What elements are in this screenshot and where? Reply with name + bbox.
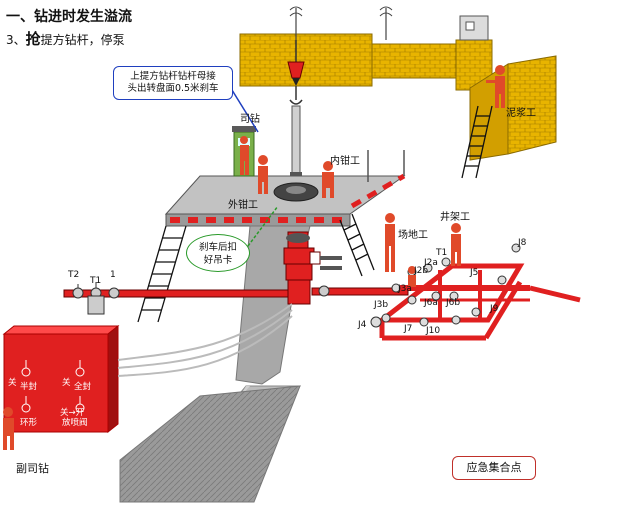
valve-J2b: J2b xyxy=(414,266,429,276)
worker-driller xyxy=(240,136,249,175)
panel-guan-1: 关 xyxy=(8,378,17,388)
role-driller: 司钻 xyxy=(240,114,260,125)
worker-floor xyxy=(385,213,395,272)
worker-mud xyxy=(486,65,505,108)
green-callout-pointer xyxy=(247,205,279,247)
ground-pad xyxy=(119,385,301,503)
worker-derrick xyxy=(451,223,461,266)
valve-T1-left: T1 xyxy=(90,276,102,286)
valve-J3b: J3b xyxy=(374,300,389,310)
worker-assistant-driller xyxy=(3,407,14,450)
traveling-block xyxy=(287,40,305,105)
panel-guan-kai: 关→开 xyxy=(60,408,85,418)
worker-outer-tong xyxy=(258,155,268,194)
valve-J3a: J3a xyxy=(398,284,412,294)
step-subtitle: 3、抢提方钻杆，停泵 xyxy=(6,30,125,48)
bop-stack xyxy=(283,231,342,305)
role-inner-tong: 内钳工 xyxy=(330,156,360,167)
valve-1: 1 xyxy=(110,270,116,280)
ladder-right xyxy=(339,213,375,277)
panel-ban-feng: 半封 xyxy=(20,382,38,392)
worker-inner-tong xyxy=(322,161,334,198)
valve-J8: J8 xyxy=(518,238,527,248)
valve-J10: J10 xyxy=(426,326,441,336)
ladder-left xyxy=(137,225,187,323)
emergency-assembly-point: 应急集合点 xyxy=(452,456,536,480)
mixer-left xyxy=(289,6,303,40)
role-mud: 泥浆工 xyxy=(506,108,536,119)
valve-J2a: J2a xyxy=(424,258,438,268)
choke-line-left xyxy=(63,282,289,315)
valve-J5: J5 xyxy=(470,268,479,278)
role-outer-tong: 外钳工 xyxy=(228,200,258,211)
valve-J4: J4 xyxy=(358,320,367,330)
mud-tank-upper xyxy=(239,33,493,91)
panel-quan-feng: 全封 xyxy=(74,382,92,392)
mixer-right xyxy=(379,6,393,40)
role-assistant-driller: 副司钻 xyxy=(16,462,49,475)
kelly-lift-callout: 上提方钻杆钻杆母接 头出转盘面0.5米刹车 xyxy=(113,66,233,100)
shed xyxy=(459,15,489,41)
choke-manifold xyxy=(370,243,581,341)
role-floor: 场地工 xyxy=(398,230,428,241)
valve-T2: T2 xyxy=(68,270,80,280)
panel-guan-2: 关 xyxy=(62,378,71,388)
page-title: 一、钻进时发生溢流 xyxy=(6,9,132,25)
valve-J6b: J6b xyxy=(446,298,461,308)
panel-huanxing: 环形 xyxy=(20,418,38,428)
blue-callout-pointer xyxy=(231,89,259,133)
remote-control-panel xyxy=(2,303,293,434)
kelly xyxy=(290,105,302,178)
worker-manifold xyxy=(408,266,416,287)
panel-fang-pen: 放喷阀 xyxy=(62,418,88,428)
brake-callout: 刹车后扣 好吊卡 xyxy=(186,234,250,272)
valve-J7: J7 xyxy=(404,324,413,334)
valve-J9: J9 xyxy=(490,304,499,314)
valve-T1-right: T1 xyxy=(436,248,448,258)
choke-line-right xyxy=(311,285,409,297)
rig-floor xyxy=(164,150,406,227)
valve-J6a: J6a xyxy=(424,298,438,308)
ladder-mud-tank xyxy=(461,105,493,179)
role-derrick: 井架工 xyxy=(440,212,470,223)
